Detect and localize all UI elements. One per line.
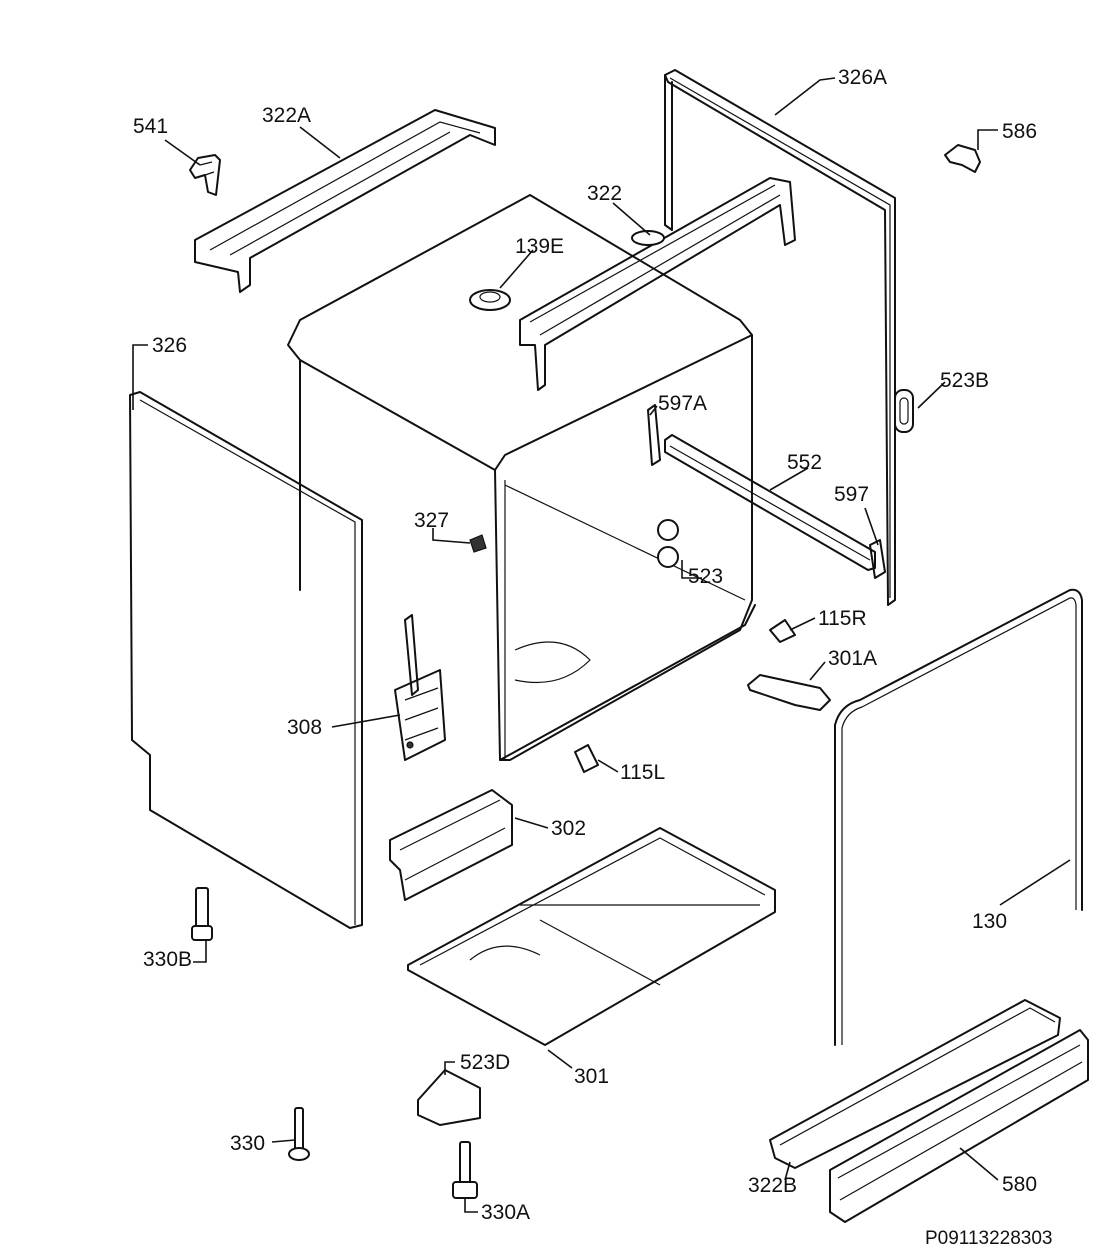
part-330B-screw	[191, 887, 213, 941]
callout-597: 597	[834, 483, 869, 506]
callout-302: 302	[551, 817, 586, 840]
callout-541: 541	[133, 115, 168, 138]
part-552-rail	[664, 434, 876, 571]
callout-580: 580	[1002, 1173, 1037, 1196]
callout-586: 586	[1002, 120, 1037, 143]
part-597-clip	[869, 539, 886, 579]
part-322A-rail	[194, 109, 496, 293]
callout-330B: 330B	[143, 948, 192, 971]
callout-322A: 322A	[262, 104, 311, 127]
part-301A-trim	[747, 674, 831, 711]
callout-322B: 322B	[748, 1174, 797, 1197]
part-115L-clip	[574, 744, 599, 773]
part-130-gasket	[834, 588, 1083, 1046]
callout-139E: 139E	[515, 235, 564, 258]
document-reference: P09113228303	[925, 1228, 1053, 1249]
callout-322: 322	[587, 182, 622, 205]
part-597A-clip	[647, 404, 661, 466]
callout-301A: 301A	[828, 647, 877, 670]
part-322-rail	[519, 177, 796, 391]
callout-115R: 115R	[818, 607, 867, 630]
callout-330A: 330A	[481, 1201, 530, 1224]
callout-326: 326	[152, 334, 187, 357]
callout-130: 130	[972, 910, 1007, 933]
part-523B-grommet	[894, 389, 914, 433]
part-139E-cap	[469, 289, 511, 311]
callout-523: 523	[688, 565, 723, 588]
part-tub	[287, 194, 756, 761]
callout-326A: 326A	[838, 66, 887, 89]
part-523-grommets	[657, 519, 679, 568]
part-326A-side-panel	[664, 69, 896, 606]
callout-523D: 523D	[460, 1051, 510, 1074]
callout-330: 330	[230, 1132, 265, 1155]
part-330A-screw	[452, 1141, 478, 1199]
callout-552: 552	[787, 451, 822, 474]
callout-301: 301	[574, 1065, 609, 1088]
part-301-base	[407, 827, 776, 1046]
part-322B-rail	[769, 999, 1061, 1169]
callout-523B: 523B	[940, 369, 989, 392]
leader-lines	[132, 77, 1071, 1213]
part-330-screw	[288, 1107, 310, 1161]
part-327-pin	[469, 534, 487, 553]
part-326-side-panel	[129, 391, 363, 929]
part-308-hinge	[394, 614, 446, 761]
part-586-clip	[944, 144, 981, 173]
callout-327: 327	[414, 509, 449, 532]
part-541-bracket	[189, 154, 221, 196]
callout-597A: 597A	[658, 392, 707, 415]
callout-308: 308	[287, 716, 322, 739]
part-115R-clip	[769, 619, 796, 643]
part-302-bracket	[389, 789, 513, 901]
part-523D-block	[417, 1069, 481, 1126]
callout-labels: 541 322A 326A 586 322 139E 326 523B 597A…	[133, 66, 1037, 1224]
part-580-rail	[829, 1029, 1089, 1223]
callout-115L: 115L	[620, 761, 665, 784]
